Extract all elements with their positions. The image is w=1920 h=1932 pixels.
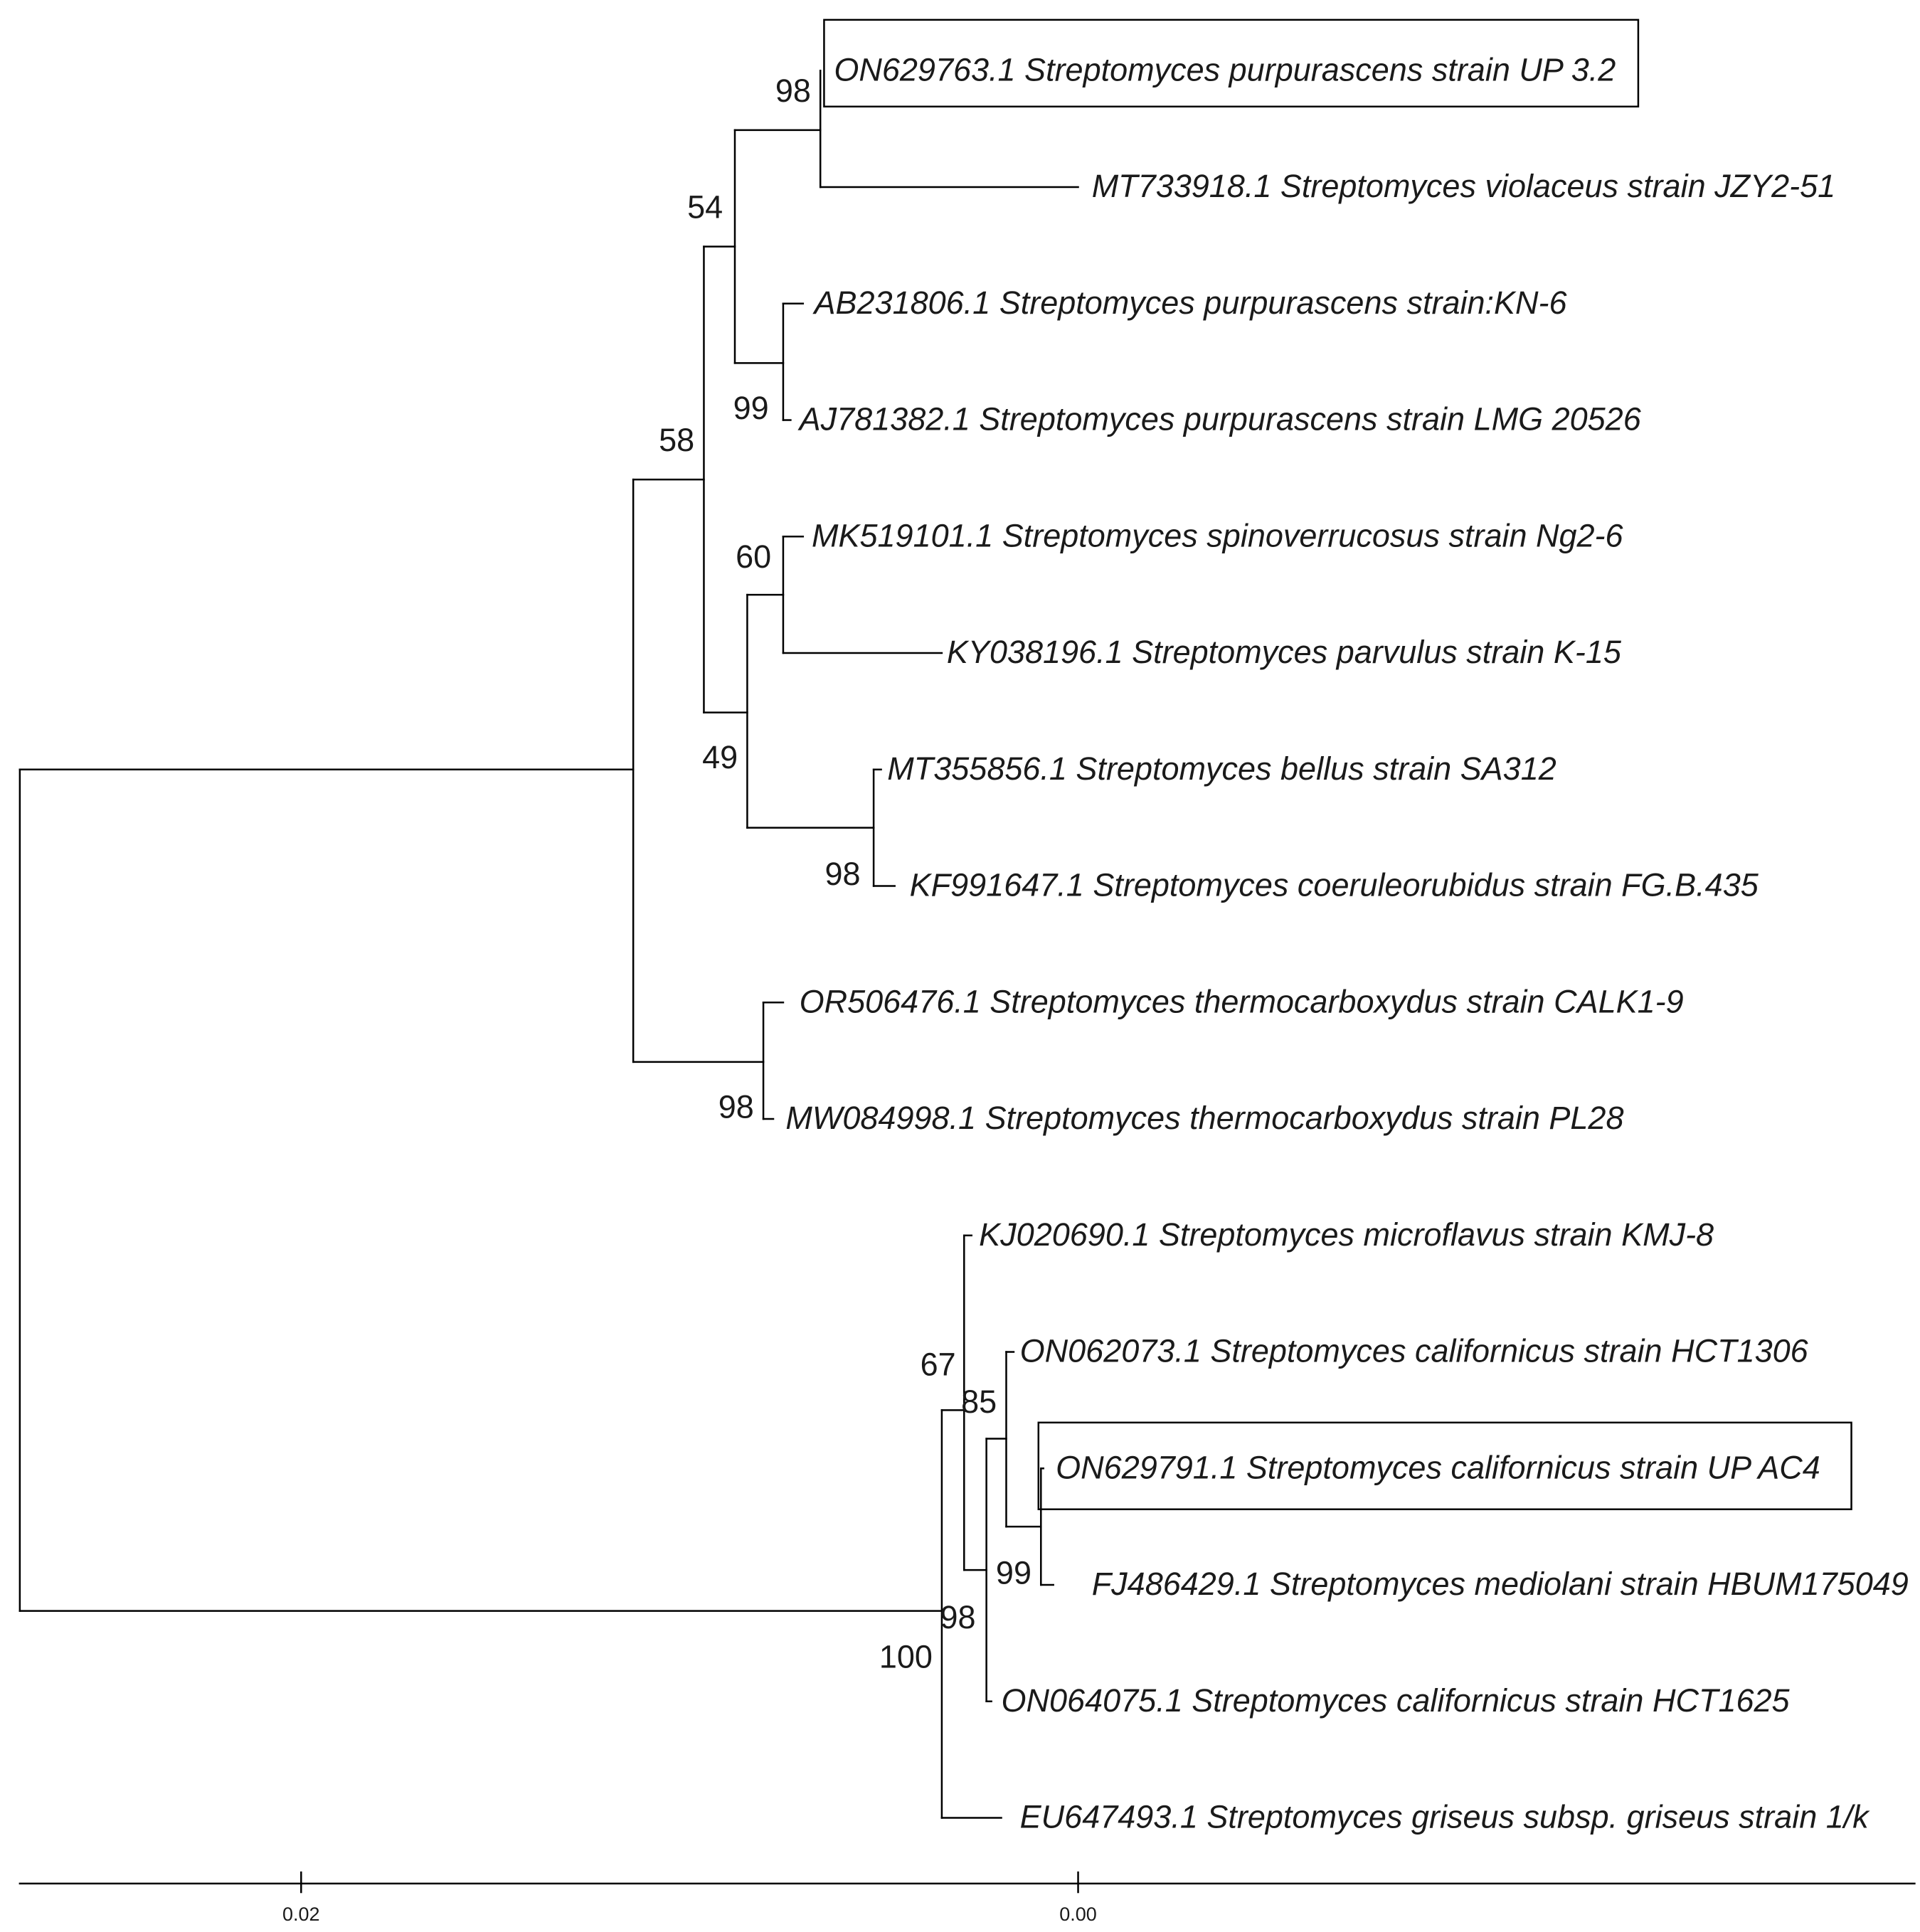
highlight-box [823,18,1640,108]
leaf-label: FJ486429.1 Streptomyces mediolani strain… [1092,1566,1909,1602]
support-value: 67 [921,1347,956,1383]
leaf-label: MT355856.1 Streptomyces bellus strain SA… [887,750,1556,787]
leaf-label: AB231806.1 Streptomyces purpurascens str… [812,285,1567,321]
support-value: 98 [825,856,861,892]
leaf-label: MK519101.1 Streptomyces spinoverrucosus … [812,517,1624,553]
leaf-label: ON629763.1 Streptomyces purpurascens str… [834,51,1616,87]
support-value: 98 [775,73,811,109]
leaf-label: MW084998.1 Streptomyces thermocarboxydus… [785,1100,1623,1136]
support-value: 54 [687,189,723,225]
support-value: 98 [940,1599,976,1635]
leaf-label: OR506476.1 Streptomyces thermocarboxydus… [800,983,1684,1019]
highlight-boxes [823,18,1852,1511]
scale-bar: 0.02 0.00 [18,1871,1916,1925]
support-value: 99 [996,1554,1031,1591]
leaf-label: KJ020690.1 Streptomyces microflavus stra… [979,1216,1714,1253]
leaf-label: AJ781382.1 Streptomyces purpurascens str… [797,401,1642,437]
leaf-label: ON629791.1 Streptomyces californicus str… [1056,1449,1820,1485]
support-value: 98 [718,1088,754,1125]
support-value: 85 [961,1384,997,1420]
support-value: 49 [702,739,738,775]
leaf-label: KY038196.1 Streptomyces parvulus strain … [947,634,1622,670]
tree-branches [18,70,1079,1819]
scale-tick-label: 0.02 [282,1904,320,1925]
leaf-label: KF991647.1 Streptomyces coeruleorubidus … [910,867,1759,903]
support-value: 60 [736,538,771,575]
leaf-label: EU647493.1 Streptomyces griseus subsp. g… [1020,1799,1871,1835]
leaf-labels: ON629763.1 Streptomyces purpurascens str… [785,51,1908,1835]
support-value: 99 [733,390,769,426]
support-value: 58 [659,422,694,458]
scale-tick-label: 0.00 [1059,1904,1097,1925]
highlight-box [1037,1421,1852,1511]
leaf-label: ON064075.1 Streptomyces californicus str… [1002,1682,1791,1719]
leaf-label: ON062073.1 Streptomyces californicus str… [1020,1333,1809,1369]
support-value: 100 [879,1639,933,1675]
leaf-label: MT733918.1 Streptomyces violaceus strain… [1092,168,1835,204]
